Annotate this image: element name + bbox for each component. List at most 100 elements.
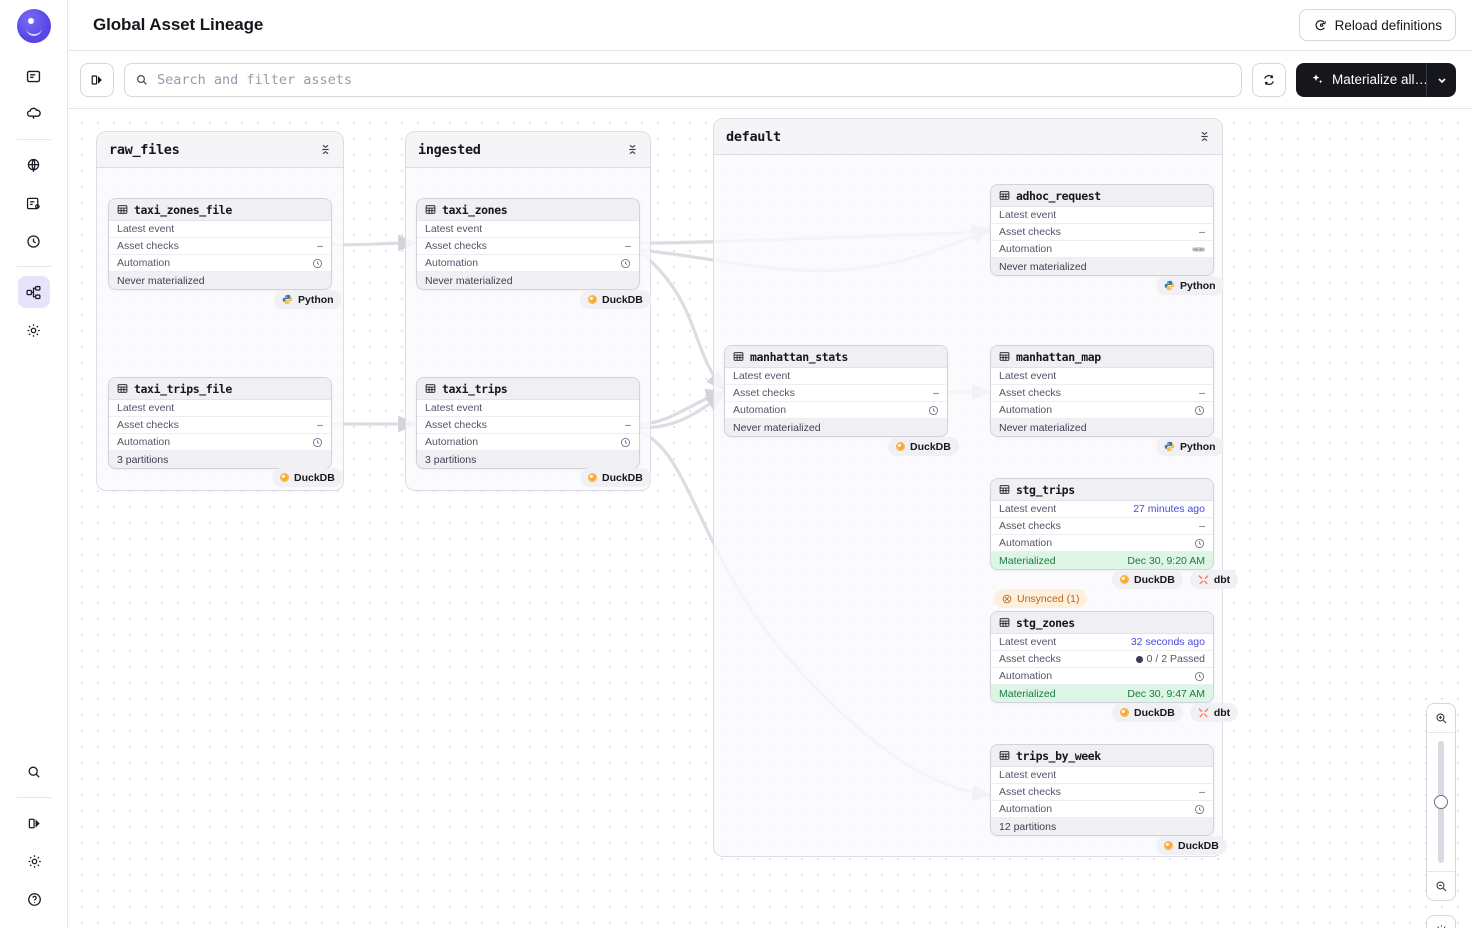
status-label: Never materialized [999,260,1087,273]
row-latest-event: Latest event [991,207,1213,224]
automation-label: Automation [999,404,1053,416]
automation-label: Automation [999,537,1053,549]
clock-icon[interactable] [18,225,50,257]
graph-settings-button[interactable] [1426,915,1456,928]
badge-duckdb[interactable]: DuckDB [580,290,651,309]
asset-checks-value: – [317,419,323,431]
duckdb-icon [1164,841,1173,850]
latest-event-value[interactable]: 32 seconds ago [1130,636,1205,648]
globe-icon[interactable] [18,149,50,181]
row-latest-event: Latest event [109,400,331,417]
cloud-icon[interactable] [18,98,50,130]
asset-checks-label: Asset checks [733,387,795,399]
row-asset-checks: Asset checks– [991,224,1213,241]
table-icon [999,617,1010,628]
dagster-logo[interactable] [16,9,51,43]
badge-duckdb[interactable]: DuckDB [1156,836,1227,855]
badge-duckdb[interactable]: DuckDB [1112,703,1183,722]
row-asset-checks: Asset checks – [417,417,639,434]
automation-label: Automation [999,670,1053,682]
node-status: Never materialized [991,419,1213,436]
badge-dbt[interactable]: dbt [1189,703,1239,722]
unsynced-badge[interactable]: Unsynced (1) [994,589,1088,608]
latest-event-label: Latest event [733,370,791,382]
unsynced-icon [1002,594,1012,604]
asset-checks-label: Asset checks [999,653,1061,665]
node-title: taxi_zones_file [134,202,232,217]
automation-label: Automation [733,404,787,416]
clock-icon [312,258,323,269]
badge-duckdb[interactable]: DuckDB [580,468,651,487]
check-status-dot [1135,655,1143,663]
reload-label: Reload definitions [1334,17,1442,33]
group-name: default [726,128,781,145]
collapse-icon[interactable] [1199,131,1210,142]
search-icon[interactable] [18,756,50,788]
reload-definitions-button[interactable]: Reload definitions [1298,9,1456,41]
jobs-icon[interactable] [18,187,50,219]
refresh-button[interactable] [1252,62,1286,97]
status-label: Materialized [999,687,1056,700]
asset-checks-value: – [625,419,631,431]
badge-label: DuckDB [602,293,643,306]
badge-label: dbt [1213,706,1231,719]
clock-icon [312,437,323,448]
collapse-icon[interactable] [627,144,638,155]
node-title: stg_zones [1016,615,1075,630]
badge-duckdb[interactable]: DuckDB [888,437,959,456]
node-status: 12 partitions [991,818,1213,835]
collapse-icon[interactable] [320,144,331,155]
zoom-in-button[interactable] [1427,704,1455,732]
zoom-out-button[interactable] [1427,872,1455,900]
materialize-all-button[interactable]: Materialize all… [1296,62,1426,97]
toggle-sidebar-button[interactable] [80,62,114,97]
badge-python[interactable]: Python [1156,276,1224,295]
table-icon [999,190,1010,201]
status-timestamp: Dec 30, 9:20 AM [1127,554,1205,567]
python-icon [1164,441,1175,452]
badge-python[interactable]: Python [274,290,342,309]
group-header: default [714,119,1222,155]
row-asset-checks: Asset checks– [109,238,331,255]
search-input[interactable] [157,64,1231,95]
table-icon [999,750,1010,761]
badge-duckdb[interactable]: DuckDB [1112,570,1183,589]
latest-event-value[interactable]: 27 minutes ago [1133,503,1205,515]
node-title: trips_by_week [1016,748,1101,763]
dbt-icon [1198,574,1209,585]
asset-checks-label: Asset checks [999,786,1061,798]
badge-dbt[interactable]: dbt [1189,570,1239,589]
expand-panel-icon[interactable] [18,807,50,839]
clock-icon [1194,804,1205,815]
left-rail [0,0,68,928]
gear-icon[interactable] [18,845,50,877]
deployment-icon[interactable] [18,60,50,92]
zoom-slider[interactable] [1427,732,1455,872]
duckdb-icon [588,295,597,304]
lineage-icon[interactable] [17,276,50,308]
asset-checks-value: – [1199,786,1205,798]
zoom-slider-knob[interactable] [1434,795,1448,809]
settings-icon[interactable] [18,314,50,346]
badge-duckdb[interactable]: DuckDB [272,468,343,487]
help-icon[interactable] [18,883,50,915]
node-header: stg_trips [991,479,1213,501]
materialize-dropdown-button[interactable] [1426,62,1456,97]
asset-checks-label: Asset checks [425,419,487,431]
badge-python[interactable]: Python [1156,437,1224,456]
node-badges: DuckDB [272,468,343,487]
zoom-controls[interactable] [1426,703,1456,901]
lineage-edge [638,250,726,392]
search-box[interactable] [124,62,1242,97]
